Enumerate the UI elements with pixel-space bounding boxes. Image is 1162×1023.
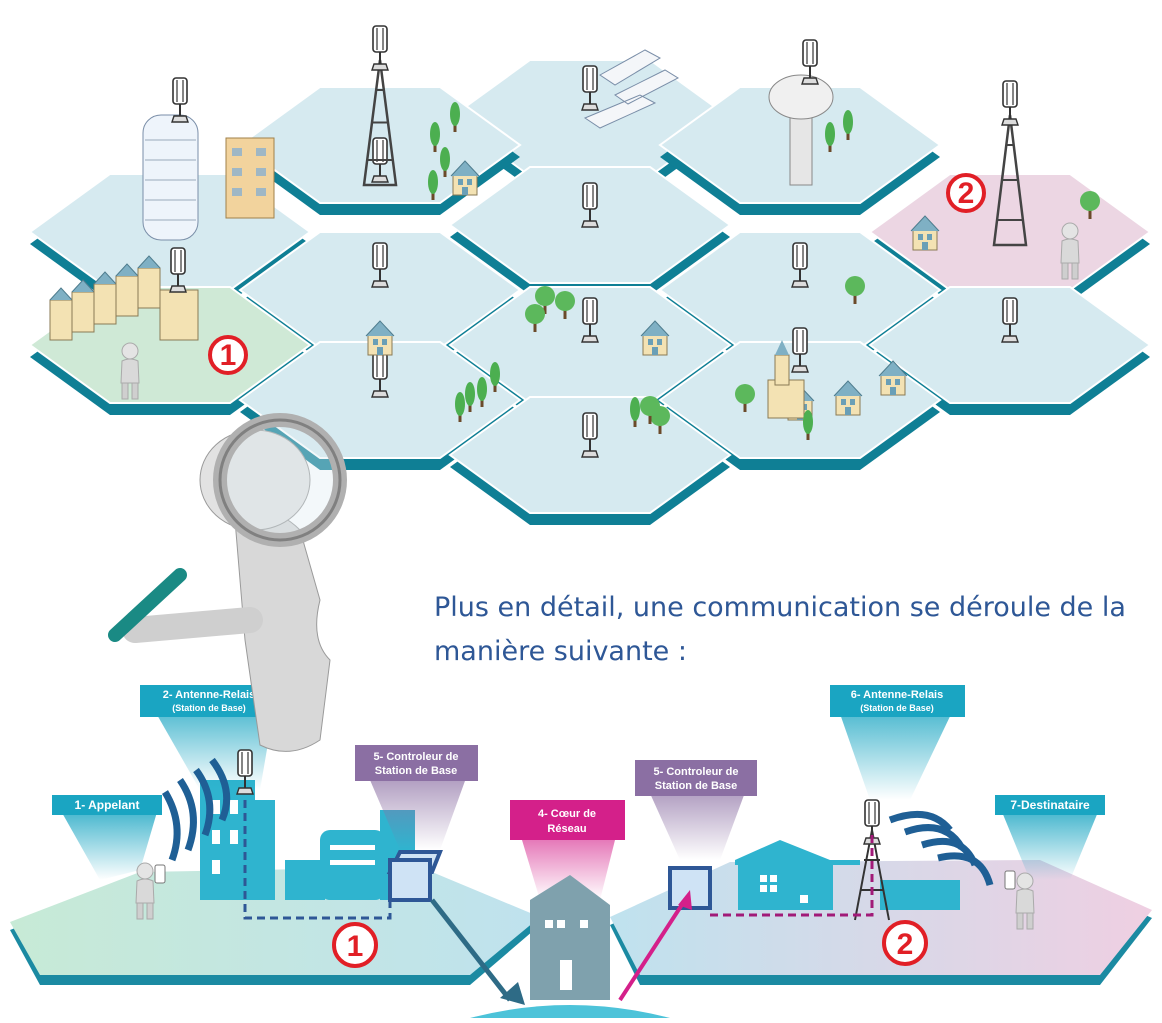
step-6-sublabel: (Station de Base) <box>860 703 934 713</box>
water-tower <box>768 39 834 186</box>
label-beam-destinataire: 7-Destinataire <box>995 795 1105 880</box>
tall-building <box>142 77 199 241</box>
arrow-to-core <box>430 898 512 1002</box>
church <box>767 340 805 419</box>
svg-text:1: 1 <box>220 339 237 372</box>
core-network-building <box>530 875 610 1000</box>
antenna-icon <box>581 297 599 343</box>
step-4-label-line1: 4- Cœur de <box>538 808 596 820</box>
step-5a-label-line2: Station de Base <box>375 765 458 777</box>
step-5a-label-line1: 5- Controleur de <box>374 751 459 763</box>
antenna-icon <box>371 352 389 398</box>
antenna-icon <box>581 412 599 458</box>
left-city-windows <box>212 800 375 874</box>
connection-receiver-side <box>710 835 874 917</box>
step-6-label: 6- Antenne-Relais <box>851 689 944 701</box>
left-antenna-mast <box>236 749 254 795</box>
lattice-tower-right <box>992 80 1028 247</box>
zigzag-building <box>583 49 680 129</box>
antenna-icon <box>371 242 389 288</box>
right-city-windows <box>760 875 808 903</box>
radio-waves-right <box>888 810 994 887</box>
step-1-label: 1- Appelant <box>75 798 140 812</box>
step-4-label-line2: Réseau <box>547 823 586 835</box>
label-beam-appelant: 1- Appelant <box>52 795 162 880</box>
radio-waves-left <box>161 757 231 862</box>
svg-text:1: 1 <box>347 930 364 963</box>
svg-text:2: 2 <box>897 928 914 961</box>
apartment-building <box>225 137 275 219</box>
antenna-icon <box>581 182 599 228</box>
badge-one-lower: 1 <box>332 922 378 968</box>
badge-one-upper: 1 <box>208 335 248 375</box>
label-beam-coeur-reseau: 4- Cœur de Réseau <box>510 800 625 900</box>
label-beam-antenne-2: 6- Antenne-Relais (Station de Base) <box>830 685 965 800</box>
ground-arc <box>470 1005 670 1018</box>
svg-text:2: 2 <box>958 177 975 210</box>
step-5b-label-line2: Station de Base <box>655 780 738 792</box>
hex-cell <box>868 286 1152 404</box>
lattice-tower-top <box>362 25 398 187</box>
antenna-icon <box>791 242 809 288</box>
step-7-label: 7-Destinataire <box>1010 798 1090 812</box>
arrow-from-core <box>618 898 687 1002</box>
badge-two-upper: 2 <box>946 173 986 213</box>
receiver-person <box>1004 870 1035 930</box>
caller-person <box>135 862 166 920</box>
badge-two-lower: 2 <box>882 920 928 966</box>
townhouse-row <box>49 247 199 341</box>
antenna-icon <box>1001 297 1019 343</box>
caption-text: Plus en détail, une communication se dér… <box>434 592 1126 667</box>
antenna-icon <box>791 327 809 373</box>
step-5b-label-line1: 5- Controleur de <box>654 766 739 778</box>
hexagonal-cell-grid <box>28 25 1152 525</box>
person-with-magnifier <box>108 413 347 752</box>
label-beam-controleur-2: 5- Controleur de Station de Base <box>635 760 757 860</box>
label-beam-controleur-1: 5- Controleur de Station de Base <box>355 745 478 850</box>
step-2-sublabel: (Station de Base) <box>172 703 246 713</box>
controller-box-left <box>386 850 443 902</box>
antenna-icon <box>581 65 599 111</box>
step-2-label: 2- Antenne-Relais <box>163 689 256 701</box>
connection-caller-side <box>243 800 392 920</box>
right-city-silhouette <box>735 840 960 910</box>
